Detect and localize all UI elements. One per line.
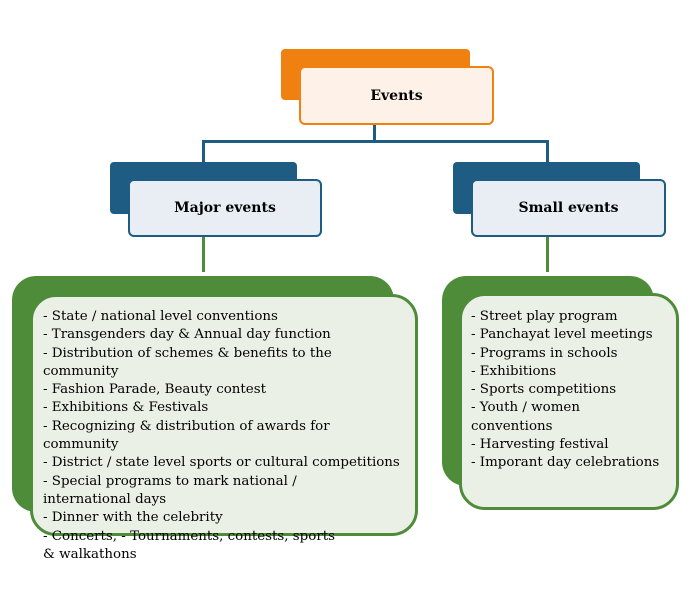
small-events-label: Small events — [518, 200, 619, 216]
events-node: Events — [299, 66, 494, 125]
list-item: - Imporant day celebrations — [471, 455, 660, 471]
list-item: - Distribution of schemes & benefits to … — [43, 345, 332, 379]
list-item: - Exhibitions & Festivals — [43, 400, 209, 416]
small-events-list-box: - Street play program - Panchayat level … — [459, 293, 679, 510]
list-item: - Recognizing & distribution of awards f… — [43, 418, 330, 453]
branch-right-drop-line — [546, 140, 549, 164]
list-item: - Special programs to mark national / in… — [43, 473, 297, 507]
major-to-list-line — [202, 237, 205, 272]
list-item: - Dinner with the celebrity — [43, 510, 223, 526]
list-item: - Programs in schools — [471, 345, 618, 361]
major-events-label: Major events — [174, 200, 276, 216]
list-item: - Sports competitions — [471, 382, 617, 398]
major-events-list-box: - State / national level conventions - T… — [30, 294, 418, 562]
list-item: - Transgenders day & Annual day function — [43, 327, 331, 343]
list-item: - Panchayat level meetings — [471, 327, 653, 343]
branch-left-drop-line — [202, 140, 205, 164]
root-stem-line — [373, 124, 376, 142]
list-item: - Harvesting festival — [471, 437, 609, 453]
small-events-list: - Street play program - Panchayat level … — [471, 308, 672, 473]
list-item: - State / national level conventions — [43, 309, 278, 324]
events-node-label: Events — [370, 87, 423, 104]
list-item: - Exhibitions — [471, 363, 557, 379]
branch-horizontal-line — [202, 140, 549, 143]
list-item: - Concerts, - Tournaments, contests, spo… — [43, 528, 335, 562]
list-item: - Youth / women conventions — [471, 400, 580, 434]
major-events-list: - State / national level conventions - T… — [43, 308, 407, 564]
list-item: - Street play program — [471, 309, 618, 324]
small-to-list-line — [546, 237, 549, 272]
list-item: - District / state level sports or cultu… — [43, 455, 400, 471]
small-events-node: Small events — [471, 179, 666, 237]
major-events-node: Major events — [128, 179, 322, 237]
list-item: - Fashion Parade, Beauty contest — [43, 382, 266, 398]
